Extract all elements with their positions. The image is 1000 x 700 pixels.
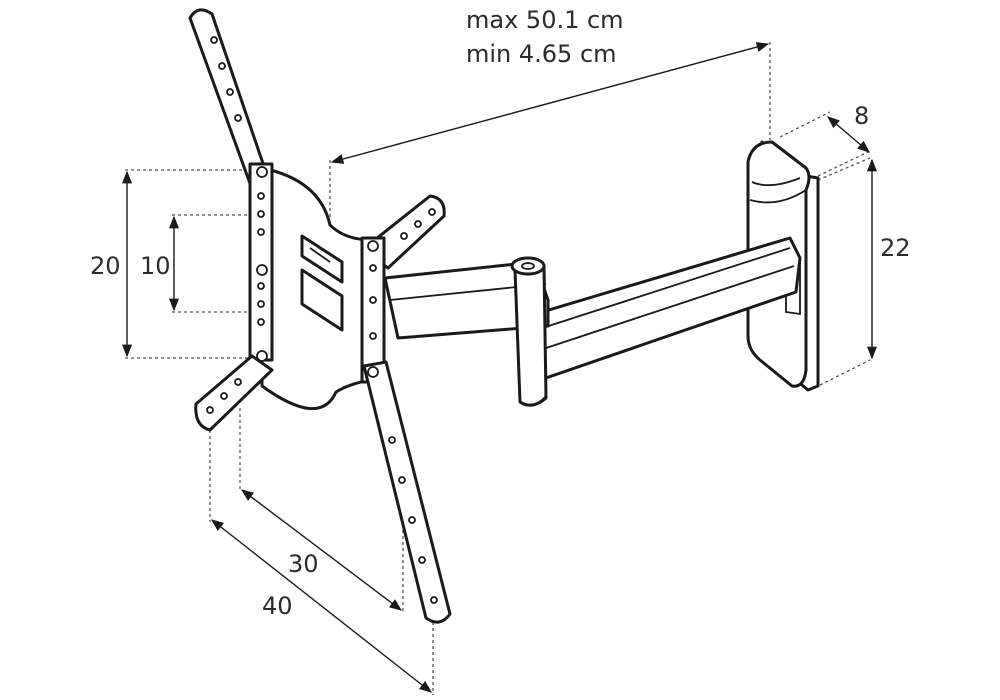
swing-arms	[383, 236, 802, 407]
depth-label: 8	[854, 102, 869, 130]
vesa-vertical-outer-label: 20	[90, 252, 121, 280]
vesa-horizontal-inner-label: 30	[288, 550, 319, 578]
dimension-lines	[121, 42, 878, 695]
vesa-bracket	[188, 8, 452, 624]
dimension-labels: max 50.1 cm min 4.65 cm 8 22 20 10 30 40	[90, 6, 911, 620]
vesa-horizontal-outer-label: 40	[262, 592, 293, 620]
arm-min-label: min 4.65 cm	[466, 40, 617, 68]
arm-max-label: max 50.1 cm	[466, 6, 624, 34]
vesa-vertical-inner-label: 10	[140, 252, 171, 280]
plate-height-label: 22	[880, 234, 911, 262]
